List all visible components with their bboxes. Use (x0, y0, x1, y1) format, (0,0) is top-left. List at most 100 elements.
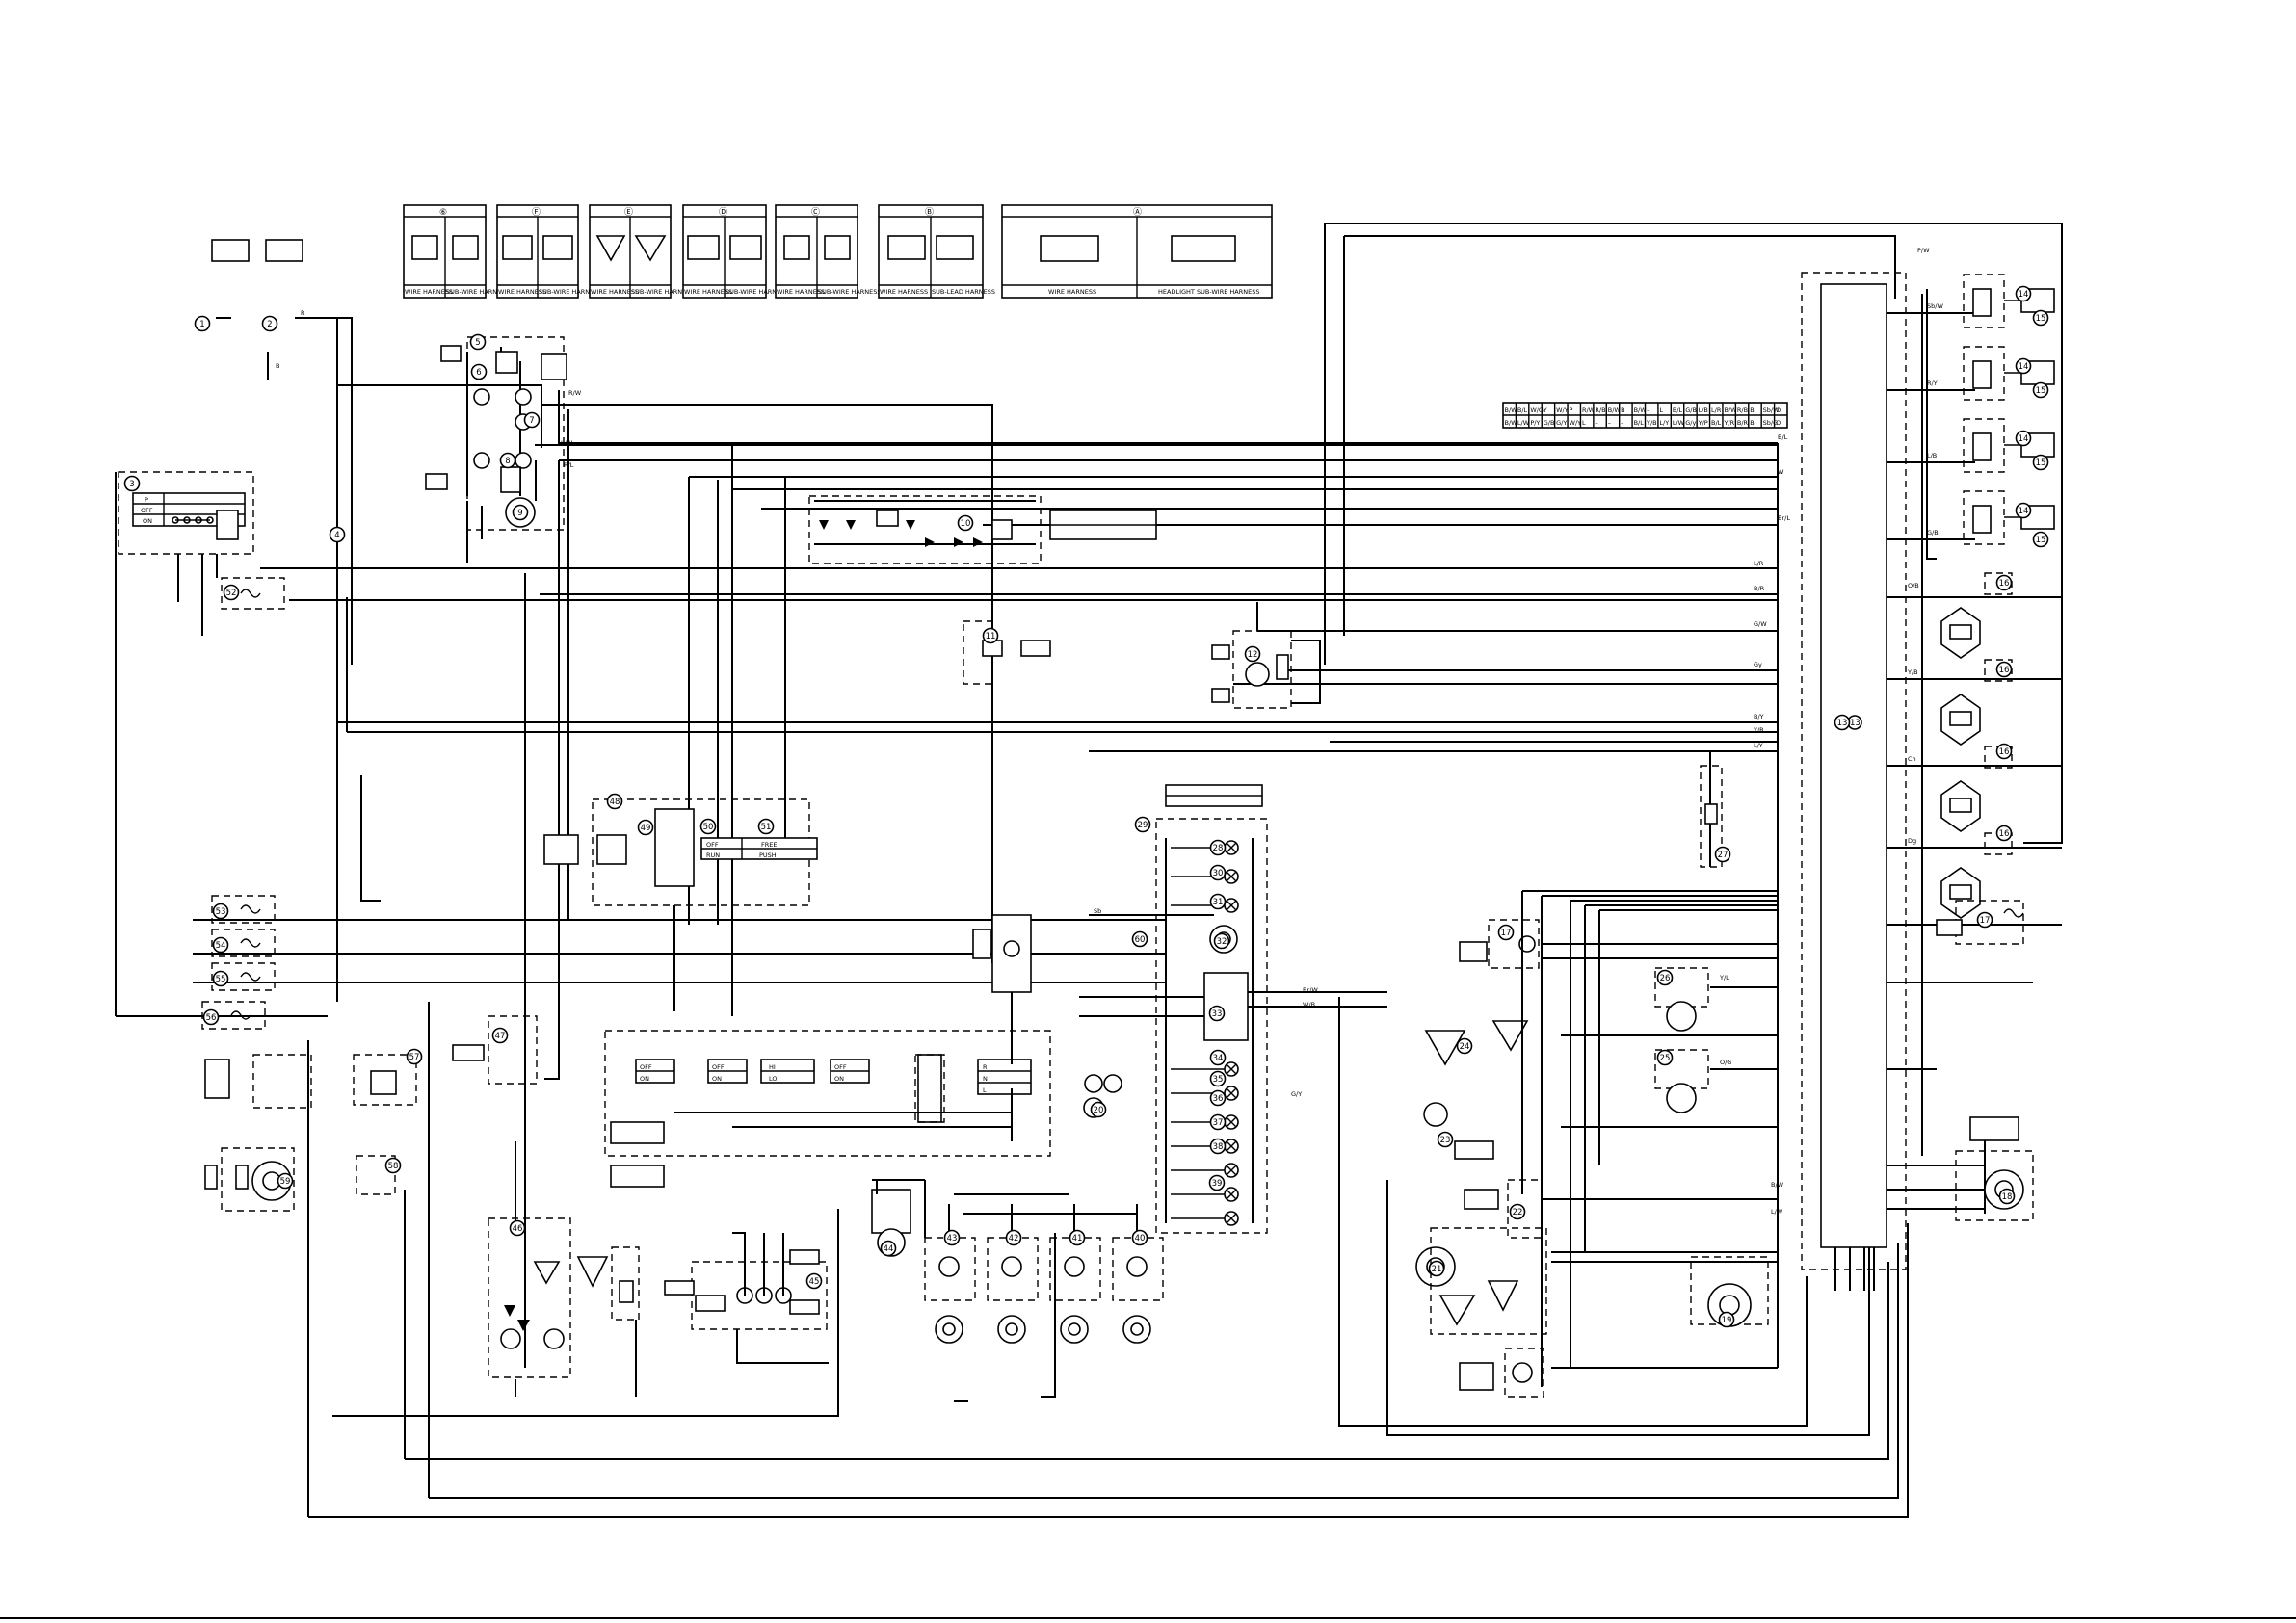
wire-code-label: Br/L (1778, 514, 1790, 522)
wire-code-label: G/Y (1291, 1090, 1302, 1098)
wire-code-label: R/W (568, 389, 582, 397)
wire-code-label: Y/B (1907, 668, 1918, 676)
callout-number: 14 (2019, 290, 2029, 300)
switch-state-label: P (145, 496, 148, 504)
component-callout: 55 (212, 970, 229, 987)
panel-caption: HEADLIGHT SUB-WIRE HARNESS (1158, 288, 1259, 296)
callout-number: 14 (2019, 362, 2029, 372)
ecu-pin-code: B/W (1505, 406, 1518, 414)
component-callout: 58 (384, 1157, 402, 1174)
panel-caption: SUB-WIRE HARNESS (726, 288, 789, 296)
ecu-pin-code: L/B (1699, 406, 1708, 414)
panel-caption: SUB-WIRE HARNESS (631, 288, 695, 296)
component-callout: 16 (1995, 743, 2013, 760)
panel-caption: SUB-LEAD HARNESS (932, 288, 995, 296)
component-callout: 6 (470, 363, 488, 380)
fuse-box (425, 336, 567, 531)
component-callout: 42 (1005, 1229, 1022, 1246)
callout-number: 38 (1213, 1142, 1224, 1152)
callout-number: 19 (1722, 1316, 1732, 1325)
component-callout: 11 (982, 627, 999, 644)
ecu-pin-code: B/L (1673, 406, 1683, 414)
panel-caption: SUB-WIRE HARNESS (818, 288, 882, 296)
callout-number: 28 (1213, 844, 1224, 853)
wire-code-label: R (301, 309, 305, 317)
callout-number: 14 (2019, 507, 2029, 516)
wire-code-label: Ch (1908, 755, 1916, 763)
component-callout: 37 (1209, 1113, 1227, 1131)
wire-code-label: G/B (1927, 529, 1939, 537)
panel-caption: WIRE HARNESS (591, 288, 639, 296)
callout-number: 15 (2036, 458, 2046, 468)
callout-number: 6 (476, 368, 481, 378)
switch-state-label: ON (143, 517, 152, 525)
component-callout: 44 (880, 1240, 897, 1257)
callout-number: 32 (1217, 937, 1227, 947)
ecu-connector-pins: B/WB/WB/LL/WW/GP/YYG/BW/YG/YPW/YR/WLR/B–… (1505, 403, 1781, 428)
ecu-pin-code: L/W (1673, 419, 1685, 427)
callout-number: 25 (1660, 1054, 1671, 1063)
component-callout: 27 (1714, 846, 1731, 863)
component-callout: 45 (805, 1272, 823, 1290)
wire-code-label: W (1778, 468, 1784, 476)
wire-code-label: L/B (1927, 452, 1937, 459)
callout-number: 55 (216, 975, 226, 984)
switch-state-label: PUSH (759, 851, 777, 859)
switch-state-label: FREE (761, 841, 777, 849)
wire-code-label: L/R (1754, 560, 1764, 567)
component-callout: 20 (1090, 1101, 1107, 1118)
ecu-pin-code: Sb/W (1763, 406, 1780, 414)
ecu-pin-code: L/W (1517, 419, 1530, 427)
ecu-pin-code: P/Y (1530, 419, 1540, 427)
callout-number: 52 (226, 589, 237, 598)
wire-code-label: Gy (1754, 661, 1762, 668)
callout-number: 46 (513, 1224, 523, 1234)
component-callout: 17 (1976, 911, 1993, 929)
callout-number: 56 (206, 1013, 217, 1023)
ecu-pin-code: Y (1543, 406, 1547, 414)
harness-panel: Ⓓ WIRE HARNESS SUB-WIRE HARNESS (682, 204, 789, 299)
switch-state-label: HI (769, 1063, 776, 1071)
callout-number: 27 (1718, 851, 1729, 860)
callout-number: 7 (529, 416, 534, 426)
panel-tag: Ⓔ (624, 207, 633, 218)
callout-number: 23 (1440, 1136, 1451, 1145)
component-callout: 10 (957, 514, 974, 532)
component-callout: 22 (1509, 1203, 1526, 1220)
callout-number: 16 (1999, 829, 2010, 839)
component-callout: 53 (212, 903, 229, 920)
component-callout: 41 (1069, 1229, 1086, 1246)
callout-number: 2 (267, 320, 272, 329)
callout-number: 43 (947, 1234, 958, 1243)
harness-panel: Ⓒ WIRE HARNESS SUB-WIRE HARNESS (775, 204, 882, 299)
component-callout: 15 (2032, 531, 2049, 548)
right-lower-sensors (1415, 443, 2034, 1398)
ecu-pin-code: B (1750, 406, 1754, 414)
ecu-pin-code: R/W (1582, 406, 1596, 414)
callout-number: 16 (1999, 747, 2010, 757)
component-callout: 15 (2032, 454, 2049, 471)
wire-code-label: B/R (1754, 585, 1765, 592)
component-callout: 26 (1656, 969, 1674, 986)
ecu-pin-code: Y/B (1646, 419, 1657, 427)
panel-caption: WIRE HARNESS (684, 288, 732, 296)
wire-code-label: B (276, 362, 279, 370)
ecu-pin-code: G/B (1544, 419, 1555, 427)
callout-number: 44 (884, 1244, 894, 1254)
component-callout: 36 (1209, 1089, 1227, 1107)
ecu-pin-code: L/R (1711, 406, 1722, 414)
ecu-pin-code: B/L (1517, 406, 1528, 414)
ecu-pin-code: – (1608, 419, 1611, 427)
callout-number: 15 (2036, 536, 2046, 545)
turn-signal-lamps (924, 1204, 1164, 1344)
wire-code-label: L/W (1771, 1208, 1783, 1216)
ecu-pin-code: O (1776, 406, 1781, 414)
ecu-pin-code: – (1647, 406, 1649, 414)
harness-panel: Ⓑ WIRE HARNESS SUB-LEAD HARNESS (878, 204, 995, 299)
wire-code-label: Y/R (1753, 726, 1764, 734)
component-callout: 9 (512, 504, 529, 521)
ecu-pin-code: Y/R (1723, 419, 1734, 427)
meter-assembly (1079, 784, 1387, 1234)
ecu-pin-code: B/W (1608, 406, 1622, 414)
callout-number: 49 (641, 824, 651, 833)
